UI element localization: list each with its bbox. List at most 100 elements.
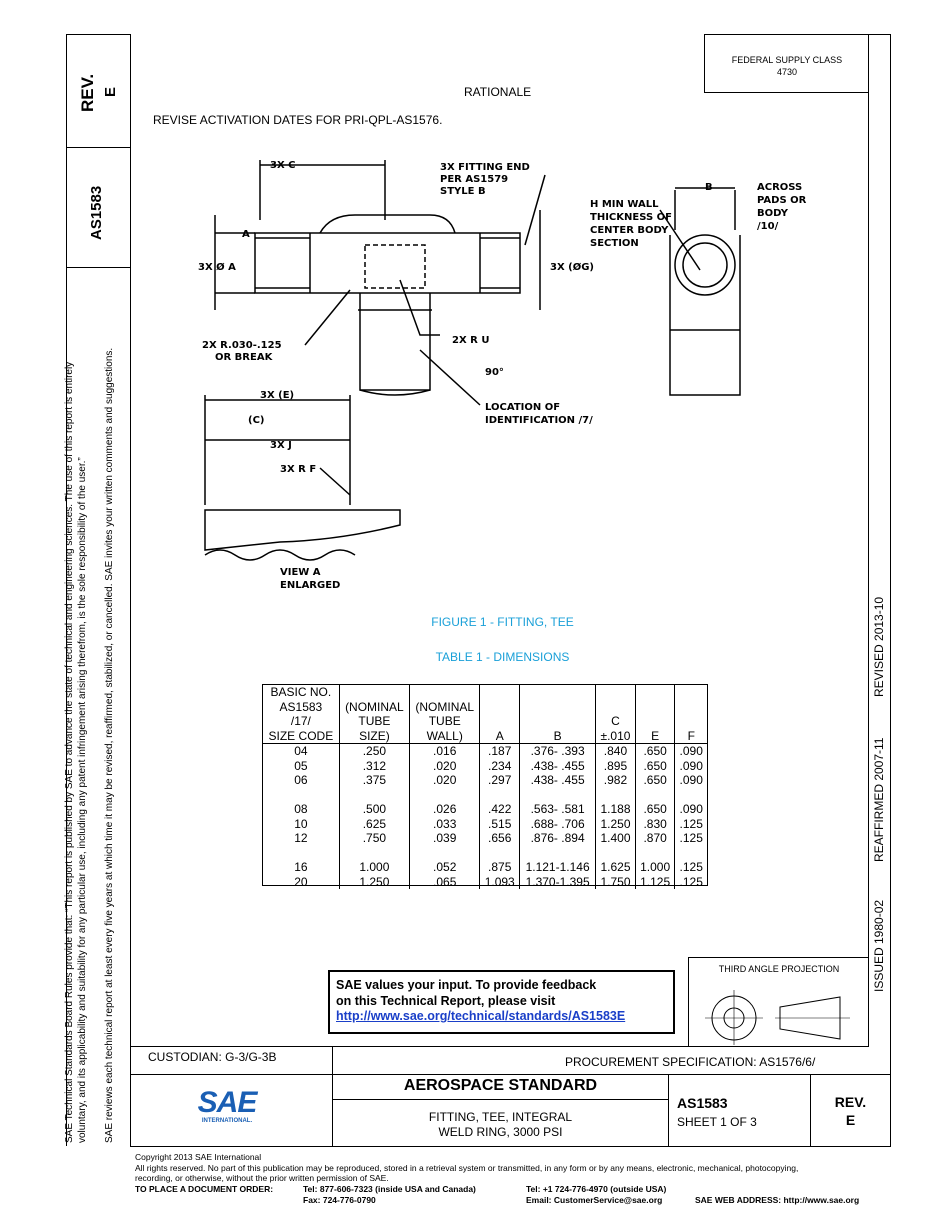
label-dia-g: 3X (ØG) xyxy=(550,261,594,273)
table-header-cell xyxy=(674,699,707,714)
leader-hmin xyxy=(659,209,701,271)
table-cell: .438- .455 xyxy=(519,758,596,773)
frame-left xyxy=(66,34,67,1146)
frame-main-left xyxy=(130,267,131,1146)
frame-left-sep1 xyxy=(66,147,131,148)
feedback-box: SAE values your input. To provide feedba… xyxy=(328,970,675,1034)
footer-fax: Fax: 724-776-0790 xyxy=(303,1195,376,1205)
table-header-cell xyxy=(674,714,707,729)
side-note-2: voluntary, and its applicability and sui… xyxy=(77,457,88,1143)
footer-web[interactable]: SAE WEB ADDRESS: http://www.sae.org xyxy=(695,1195,860,1205)
table-spacer-cell xyxy=(519,787,596,802)
table-cell: .750 xyxy=(338,831,410,846)
label-hmin-2: THICKNESS OF xyxy=(590,212,672,223)
table-cell: .650 xyxy=(634,758,675,773)
label-fitting-end-1: 3X FITTING END xyxy=(440,162,530,173)
side-view-inner-circle xyxy=(682,242,728,288)
table-cell: .020 xyxy=(409,758,480,773)
table-spacer-cell xyxy=(479,787,520,802)
table-header-cell xyxy=(634,714,675,729)
table-spacer-cell xyxy=(674,787,707,802)
sheet-number: SHEET 1 OF 3 xyxy=(677,1115,757,1129)
label-fitting-end-2: PER AS1579 xyxy=(440,174,508,185)
table-header-cell xyxy=(519,714,596,729)
table-cell: 16 xyxy=(294,860,308,874)
table-cell: 20 xyxy=(294,874,308,889)
side-rev-label: REV. xyxy=(78,73,97,112)
table-header-cell: WALL) xyxy=(409,728,480,744)
sae-logo-text: SAE xyxy=(197,1086,258,1119)
table-header-cell xyxy=(519,699,596,714)
table-cell: .500 xyxy=(338,802,410,817)
footer-email[interactable]: Email: CustomerService@sae.org xyxy=(526,1195,663,1205)
table-cell: .422 xyxy=(479,802,520,817)
frame-top-right xyxy=(704,34,891,35)
procurement-spec: PROCUREMENT SPECIFICATION: AS1576/6/ xyxy=(565,1055,816,1069)
revised-date: REVISED 2013-10 xyxy=(872,596,886,697)
table-cell: .026 xyxy=(409,802,480,817)
label-3x-e: 3X (E) xyxy=(260,390,294,401)
label-ru: 2X R U xyxy=(452,335,489,346)
footer-tel2: Tel: +1 724-776-4970 (outside USA) xyxy=(526,1184,667,1194)
titleblock-rev-sep xyxy=(810,1074,811,1146)
feedback-link[interactable]: http://www.sae.org/technical/standards/A… xyxy=(336,1009,626,1023)
table-cell: .090 xyxy=(674,758,707,773)
table-header-cell: TUBE xyxy=(409,714,480,729)
table-spacer-cell xyxy=(634,787,675,802)
titleblock-docno-sep xyxy=(668,1074,669,1146)
table-header-cell xyxy=(479,699,520,714)
procurement-top xyxy=(332,1046,333,1074)
table-cell: 06 xyxy=(294,773,308,787)
table-header-cell: (NOMINAL xyxy=(338,699,410,714)
dim-a-line xyxy=(214,215,255,310)
table-spacer-cell xyxy=(479,845,520,860)
third-angle-left xyxy=(688,957,689,1046)
tee-run-outline xyxy=(254,232,521,294)
frame-left-inner xyxy=(130,34,131,267)
label-across-3: BODY xyxy=(757,208,789,219)
table-cell: 04 xyxy=(294,744,308,758)
table-cell: .125 xyxy=(674,816,707,831)
label-3x-j: 3X J xyxy=(270,440,292,451)
side-rev-value: E xyxy=(102,86,119,97)
table-header-cell: BASIC NO. xyxy=(270,685,332,699)
table-header-cell: B xyxy=(519,728,596,744)
frame-left-sep2 xyxy=(66,267,131,268)
table-header-cell xyxy=(409,685,480,700)
label-a: A xyxy=(242,229,250,240)
table-cell: .052 xyxy=(409,860,480,875)
label-c-paren: (C) xyxy=(248,415,264,426)
table-cell: .870 xyxy=(634,831,675,846)
table-cell: 1.000 xyxy=(634,860,675,875)
table-cell: .876- .894 xyxy=(519,831,596,846)
table-cell: .563- .581 xyxy=(519,802,596,817)
table-header-cell xyxy=(595,685,636,700)
table-cell: .895 xyxy=(595,758,636,773)
table-header-cell: SIZE) xyxy=(338,728,410,744)
label-view-a-1: VIEW A xyxy=(280,567,321,578)
table-cell: 12 xyxy=(294,831,308,845)
rationale-text: REVISE ACTIVATION DATES FOR PRI-QPL-AS15… xyxy=(153,113,443,127)
label-dia-a: 3X Ø A xyxy=(198,261,236,273)
table-cell: .125 xyxy=(674,860,707,875)
side-note-3: SAE reviews each technical report at lea… xyxy=(104,347,115,1143)
rationale-heading: RATIONALE xyxy=(464,85,532,99)
table-header-cell: AS1583 xyxy=(279,699,323,714)
frame-top xyxy=(66,34,131,35)
table-header-cell: C xyxy=(595,714,636,729)
frame-main-right xyxy=(890,34,891,1146)
table-spacer-cell xyxy=(338,845,410,860)
table-cell: .375 xyxy=(338,773,410,788)
leader-loc xyxy=(419,349,481,406)
table-cell: .982 xyxy=(595,773,636,788)
table-cell: .125 xyxy=(674,874,707,889)
table-cell: 05 xyxy=(294,758,308,773)
table-cell: .297 xyxy=(479,773,520,788)
tee-center-bore xyxy=(364,244,426,289)
label-hmin-4: SECTION xyxy=(590,238,639,249)
table-cell: .187 xyxy=(479,743,520,759)
frame-bottom xyxy=(130,1146,891,1147)
table-cell: .515 xyxy=(479,816,520,831)
table-cell: 1.370-1.395 xyxy=(519,874,596,889)
